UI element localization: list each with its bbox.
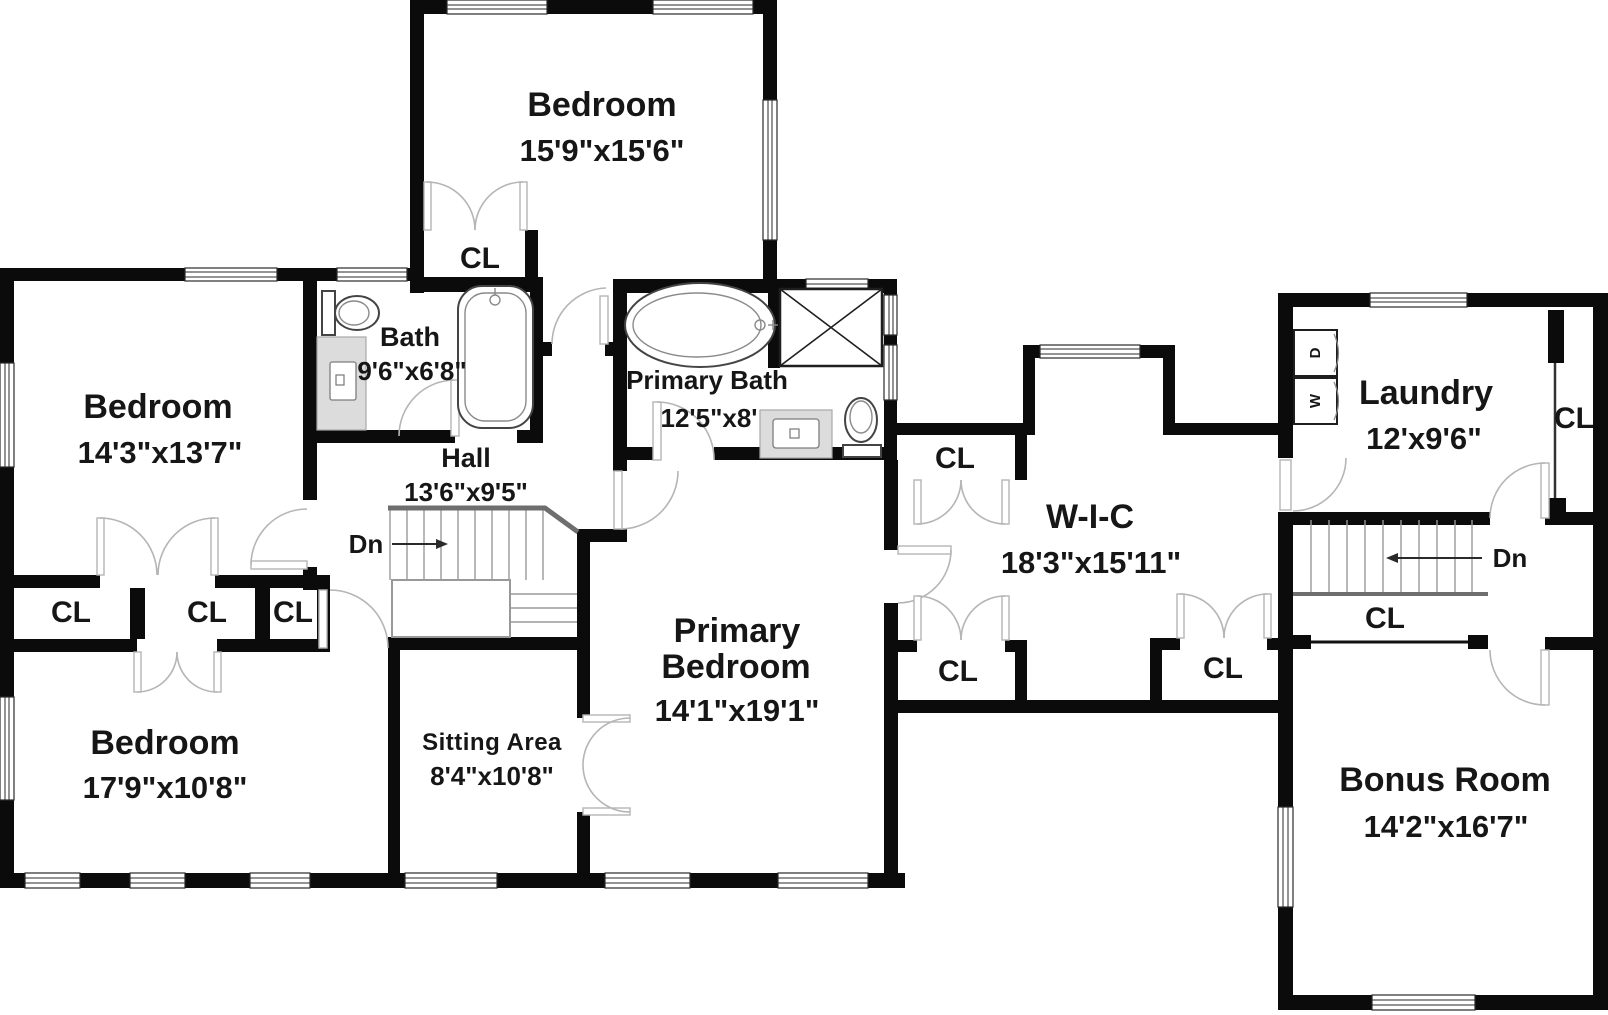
- room-label-bath: Bath: [380, 322, 440, 352]
- door-bedroom-left: [250, 508, 308, 570]
- closet-label: CL: [187, 596, 227, 629]
- fixtures: [316, 282, 1557, 498]
- washer-icon: [1293, 377, 1340, 425]
- room-label-bedroom-left: Bedroom: [83, 388, 232, 426]
- window-icon: [1371, 994, 1476, 1011]
- room-label-laundry: Laundry: [1359, 374, 1493, 412]
- window-icon: [1277, 806, 1294, 908]
- door-closet-wic-bottom-left: [913, 595, 1010, 641]
- closet-label: CL: [935, 442, 975, 475]
- window-icon: [762, 99, 778, 241]
- door-closet-top-bedroom: [423, 181, 528, 231]
- washer-label: W: [1307, 393, 1324, 408]
- closet-label: CL: [1365, 602, 1405, 635]
- door-closet-wic-bottom-right: [1176, 593, 1272, 639]
- room-label-primary-bath: Primary Bath: [626, 365, 788, 395]
- closet-label: CL: [460, 242, 500, 275]
- window-icon: [404, 872, 498, 889]
- closet-label: CL: [273, 596, 313, 629]
- room-label-primary-bedroom-line2: Bedroom: [661, 648, 810, 686]
- toilet-icon: [842, 397, 882, 458]
- room-label-hall: Hall: [441, 443, 491, 473]
- room-label-bedroom-top: Bedroom: [527, 86, 676, 124]
- door-top-bedroom: [551, 287, 609, 345]
- room-label-sitting-area: Sitting Area: [422, 729, 562, 756]
- room-dims-wic: 18'3"x15'11": [1001, 545, 1181, 580]
- window-icon: [777, 872, 869, 889]
- window-icon: [883, 294, 898, 336]
- window-icon: [1039, 344, 1141, 359]
- vanity-icon: [316, 336, 367, 431]
- door-bath: [398, 379, 460, 437]
- room-dims-bath: 9'6"x6'8": [357, 356, 466, 386]
- room-dims-bedroom-bottom: 17'9"x10'8": [83, 770, 248, 805]
- room-label-primary-bedroom-line1: Primary: [674, 612, 801, 650]
- closet-label: CL: [51, 596, 91, 629]
- room-dims-bedroom-left: 14'3"x13'7": [78, 435, 243, 470]
- dryer-label: D: [1307, 347, 1324, 358]
- door-closet-bottom-bedroom: [133, 651, 222, 693]
- window-icon: [336, 267, 408, 282]
- room-dims-bedroom-top: 15'9"x15'6": [520, 133, 685, 168]
- oval-tub-icon: [624, 282, 778, 368]
- stairs-down-label: Dn: [349, 529, 384, 559]
- door-primary-bath: [652, 401, 715, 461]
- closet-label: CL: [1203, 652, 1243, 685]
- vanity-icon: [759, 409, 833, 459]
- room-dims-hall: 13'6"x9'5": [404, 477, 528, 507]
- room-dims-primary-bath: 12'5"x8': [661, 403, 758, 433]
- door-closet-wic-top: [913, 479, 1010, 525]
- door-bonus-room: [1489, 649, 1550, 706]
- door-primary-bedroom: [613, 470, 679, 530]
- room-label-wic: W-I-C: [1046, 498, 1134, 536]
- window-icon: [652, 0, 754, 15]
- hall-stairs-icon: [388, 505, 580, 638]
- closet-label: CL: [1554, 402, 1594, 435]
- window-icon: [24, 872, 81, 889]
- window-icon: [1369, 292, 1468, 308]
- dryer-icon: [1293, 329, 1340, 377]
- window-icon: [249, 872, 311, 889]
- door-sitting-area: [582, 714, 631, 816]
- shower-icon: [778, 287, 884, 368]
- room-dims-sitting-area: 8'4"x10'8": [430, 761, 554, 791]
- door-closet-left-bedroom: [96, 517, 219, 576]
- window-icon: [0, 696, 15, 801]
- bathtub-icon: [457, 285, 534, 429]
- toilet-icon: [321, 290, 380, 336]
- window-icon: [883, 344, 898, 401]
- window-icon: [446, 0, 548, 15]
- window-icon: [129, 872, 186, 889]
- window-icon: [0, 362, 15, 468]
- window-icon: [604, 872, 691, 889]
- door-laundry: [1279, 457, 1347, 512]
- room-dims-bonus-room: 14'2"x16'7": [1364, 809, 1529, 844]
- window-icon: [184, 267, 278, 282]
- door-bottom-bedroom: [318, 589, 389, 649]
- room-dims-primary-bedroom: 14'1"x19'1": [655, 693, 820, 728]
- stairs-down-label: Dn: [1493, 543, 1528, 573]
- room-label-bonus-room: Bonus Room: [1339, 761, 1551, 799]
- doors: [96, 181, 1550, 816]
- room-dims-laundry: 12'x9'6": [1366, 421, 1482, 456]
- door-wic: [897, 545, 952, 604]
- closet-label: CL: [938, 655, 978, 688]
- windows: [0, 0, 1476, 1011]
- labels: Bedroom 15'9"x15'6" Bedroom 14'3"x13'7" …: [51, 86, 1594, 844]
- room-label-bedroom-bottom: Bedroom: [90, 724, 239, 762]
- right-stairs-icon: [1293, 520, 1488, 644]
- door-laundry-landing: [1489, 462, 1550, 519]
